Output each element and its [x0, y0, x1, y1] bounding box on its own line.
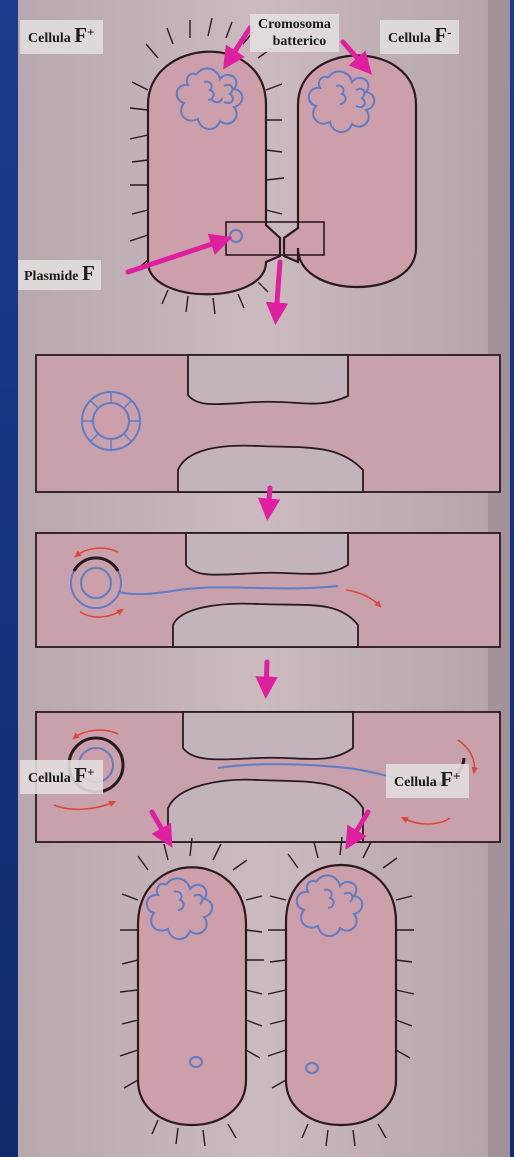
- conjugation-diagram: [18, 0, 510, 1157]
- label-cell-bottom-left-text: Cellula: [28, 771, 71, 786]
- panel-1-upper-gap: [188, 355, 348, 404]
- panel-1: [36, 355, 500, 492]
- recipient-cell-top-body: [284, 55, 416, 287]
- label-chromosome-line1: Cromosoma: [258, 16, 331, 33]
- label-cell-bottom-right-sup: +: [453, 768, 460, 783]
- recipient-cell-top: [284, 55, 416, 287]
- recipient-cell-bottom-body: [286, 865, 396, 1125]
- label-cell-recipient-top-text: Cellula: [388, 31, 431, 46]
- panel-3-upper-gap: [183, 712, 353, 759]
- label-cell-donor-top: Cellula F+: [20, 20, 103, 54]
- panel-3-lower-gap: [168, 780, 363, 842]
- panel-2: [36, 533, 500, 647]
- label-cell-donor-top-sup: +: [87, 24, 94, 39]
- panel-1-lower-gap: [178, 446, 363, 492]
- label-cell-bottom-left-sign: F: [74, 763, 87, 787]
- label-cell-bottom-right: Cellula F+: [386, 764, 469, 798]
- plasmid-ring-1-inner: [93, 403, 129, 439]
- label-cell-donor-top-sign: F: [74, 23, 87, 47]
- panel-2-upper-gap: [186, 533, 348, 575]
- donor-cell-bottom-body: [138, 867, 246, 1125]
- label-cell-bottom-right-text: Cellula: [394, 775, 437, 790]
- label-cell-recipient-top: Cellula F-: [380, 20, 459, 54]
- label-chromosome: Cromosoma batterico: [250, 14, 339, 52]
- arrow-down-3: [266, 662, 267, 690]
- label-plasmid-text: Plasmide: [24, 269, 78, 284]
- label-cell-recipient-top-sign: F: [434, 23, 447, 47]
- label-cell-bottom-right-sign: F: [440, 767, 453, 791]
- label-cell-donor-top-text: Cellula: [28, 31, 71, 46]
- panel-2-lower-gap: [173, 604, 358, 647]
- label-cell-recipient-top-sup: -: [447, 24, 451, 39]
- label-plasmid: Plasmide F: [18, 260, 101, 290]
- label-cell-bottom-left-sup: +: [87, 764, 94, 779]
- label-chromosome-line2: batterico: [258, 33, 331, 50]
- label-plasmid-sign: F: [82, 261, 95, 285]
- plasmid-ring-2-inner: [81, 568, 111, 598]
- arrow-down-2: [268, 488, 270, 512]
- label-cell-bottom-left: Cellula F+: [20, 760, 103, 794]
